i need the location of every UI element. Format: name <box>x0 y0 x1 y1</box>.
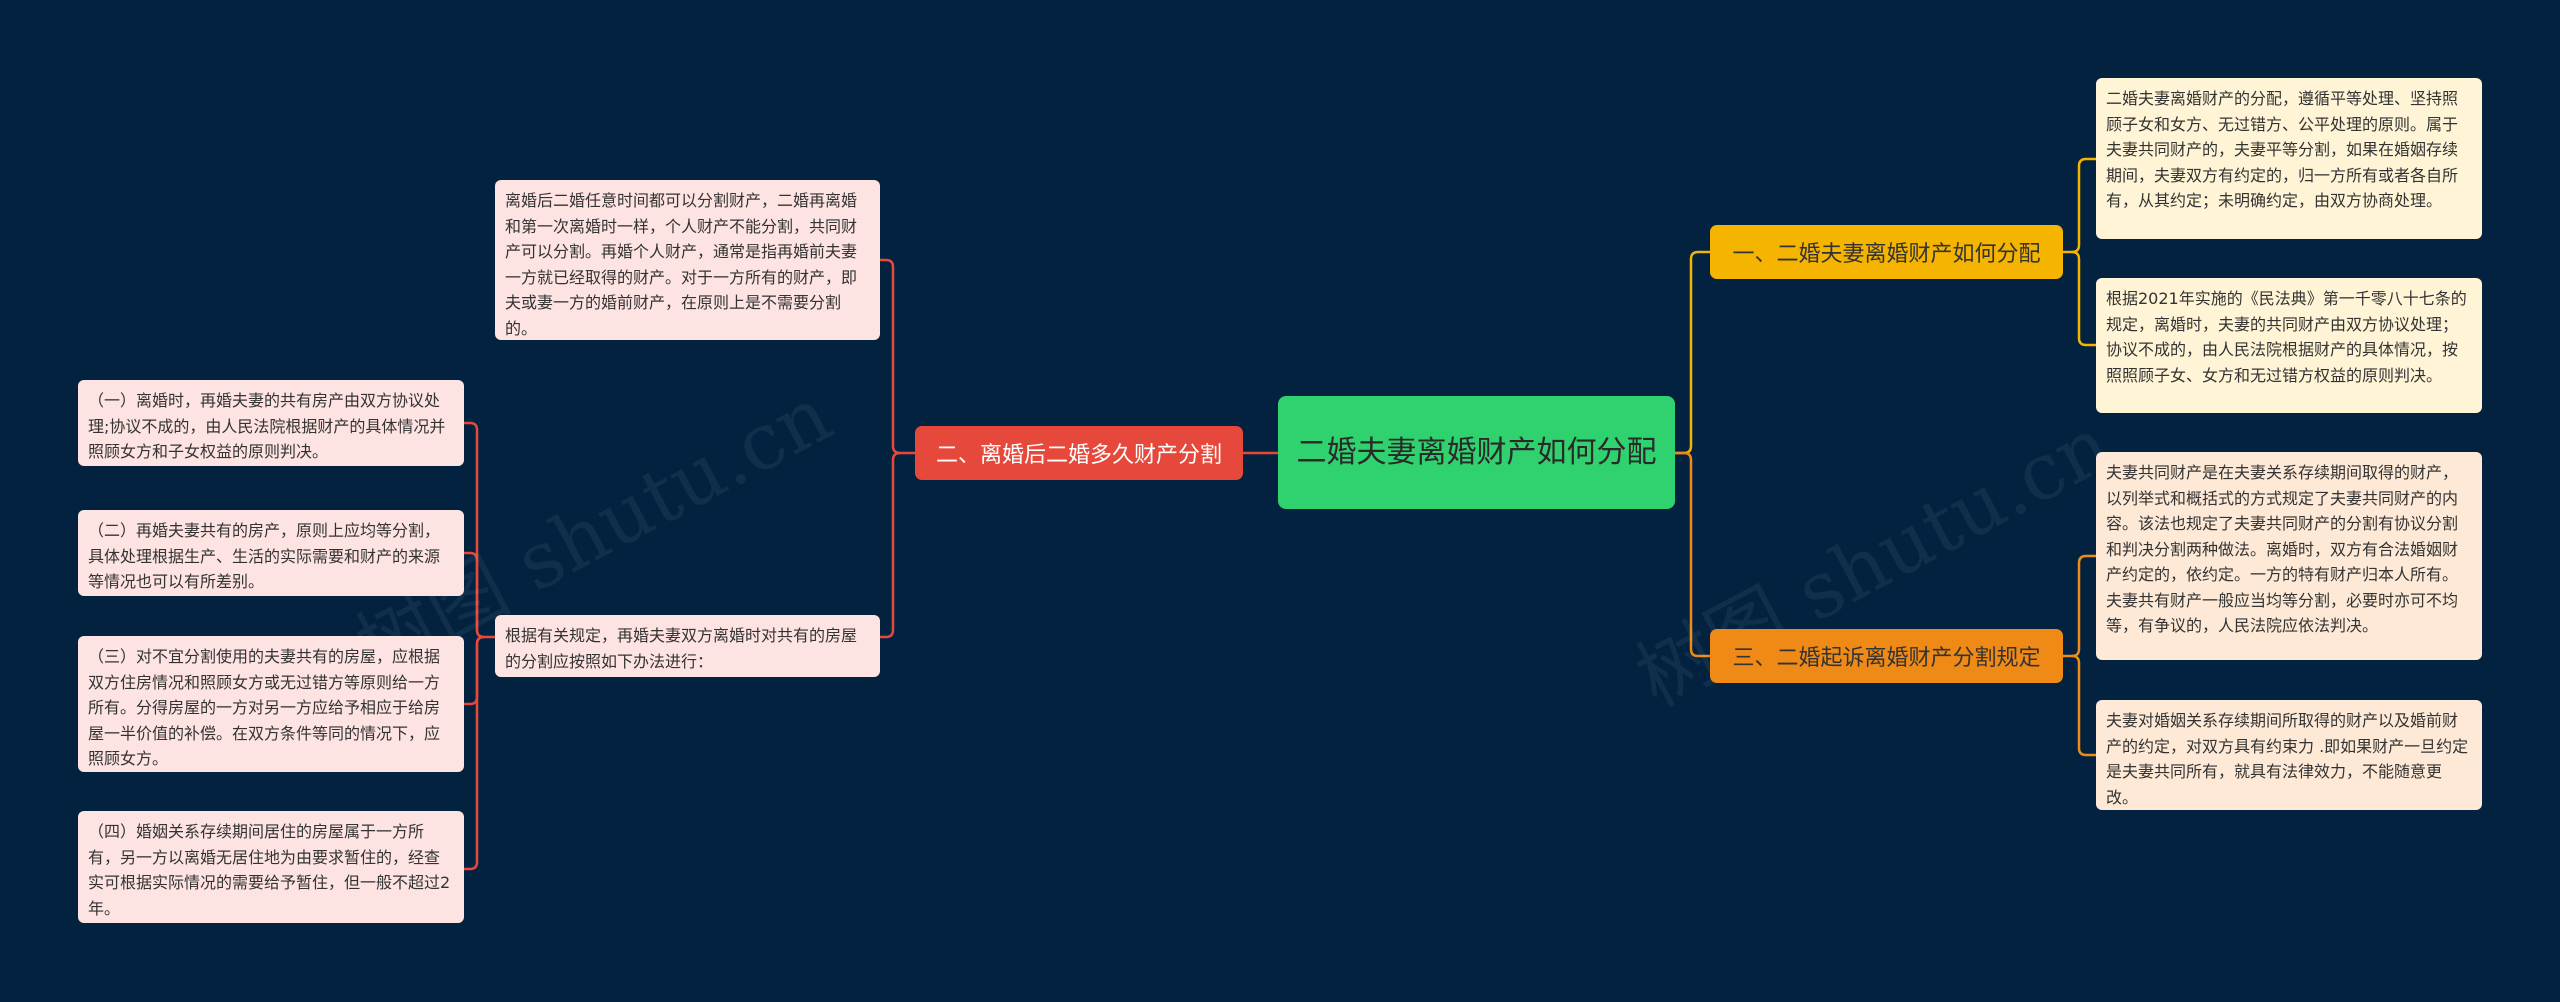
link-rule-3 <box>464 635 485 706</box>
house-rule-3[interactable]: （三）对不宜分割使用的夫妻共有的房屋，应根据双方住房情况和照顾女方或无过错方等原… <box>78 636 464 772</box>
link-right1-note1 <box>2063 157 2096 254</box>
link-rule-4 <box>464 635 485 871</box>
house-rule-4[interactable]: （四）婚姻关系存续期间居住的房屋属于一方所有，另一方以离婚无居住地为由要求暂住的… <box>78 811 464 923</box>
house-rule-1[interactable]: （一）离婚时，再婚夫妻的共有房产由双方协议处理;协议不成的，由人民法院根据财产的… <box>78 380 464 466</box>
link-right3-note2 <box>2071 654 2096 757</box>
link-left-bottom-note <box>880 451 901 639</box>
link-rule-1 <box>464 421 495 639</box>
branch-right1-label: 一、二婚夫妻离婚财产如何分配 <box>1732 242 2041 267</box>
link-right1-note2 <box>2071 250 2096 347</box>
link-rule-2 <box>464 551 485 639</box>
branch-left-label: 二、离婚后二婚多久财产分割 <box>935 443 1222 468</box>
branch-right3-label: 三、二婚起诉离婚财产分割规定 <box>1732 646 2041 671</box>
link-left-top-note <box>880 258 915 455</box>
branch-right3-topic[interactable]: 三、二婚起诉离婚财产分割规定 <box>1710 629 2063 683</box>
right3-note-1[interactable]: 夫妻共同财产是在夫妻关系存续期间取得的财产，以列举式和概括式的方式规定了夫妻共同… <box>2096 452 2482 660</box>
left-note-bottom[interactable]: 根据有关规定，再婚夫妻双方离婚时对共有的房屋的分割应按照如下办法进行： <box>495 615 880 677</box>
right1-note-1[interactable]: 二婚夫妻离婚财产的分配，遵循平等处理、坚持照顾子女和女方、无过错方、公平处理的原… <box>2096 78 2482 239</box>
link-root-right3 <box>1675 451 1710 658</box>
root-title: 二婚夫妻离婚财产如何分配 <box>1296 434 1657 470</box>
link-right3-note1 <box>2063 554 2096 658</box>
left-note-top[interactable]: 离婚后二婚任意时间都可以分割财产，二婚再离婚和第一次离婚时一样，个人财产不能分割… <box>495 180 880 340</box>
link-root-right1 <box>1675 250 1710 455</box>
right1-note-2[interactable]: 根据2021年实施的《民法典》第一千零八十七条的规定，离婚时，夫妻的共同财产由双… <box>2096 278 2482 413</box>
house-rule-2[interactable]: （二）再婚夫妻共有的房产，原则上应均等分割，具体处理根据生产、生活的实际需要和财… <box>78 510 464 596</box>
right3-note-2[interactable]: 夫妻对婚姻关系存续期间所取得的财产以及婚前财产的约定，对双方具有约束力 .即如果… <box>2096 700 2482 810</box>
branch-right1-topic[interactable]: 一、二婚夫妻离婚财产如何分配 <box>1710 225 2063 279</box>
branch-left-topic[interactable]: 二、离婚后二婚多久财产分割 <box>915 426 1243 480</box>
root-topic[interactable]: 二婚夫妻离婚财产如何分配 <box>1278 396 1675 509</box>
